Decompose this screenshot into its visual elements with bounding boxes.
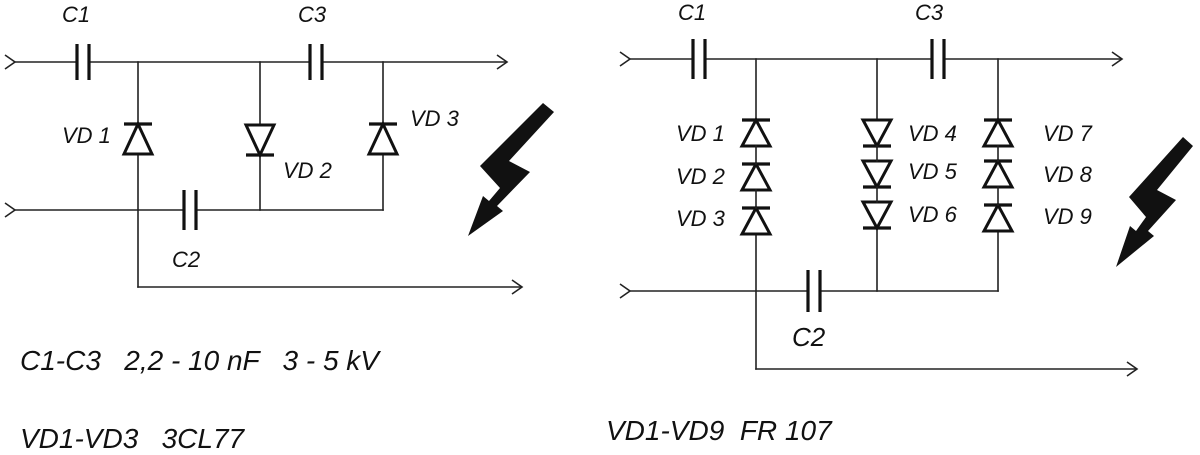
output-arrow-top (1111, 51, 1124, 67)
label-c2: C2 (172, 247, 200, 272)
label-vd1: VD 1 (676, 121, 725, 146)
left-circuit: C1 C3 C2 VD 1 VD 2 VD 3 (4, 2, 554, 295)
label-c1: C1 (678, 0, 706, 25)
diode-vd7 (981, 116, 1015, 148)
diode-vd1 (121, 120, 155, 156)
input-arrow-top (4, 54, 17, 70)
lightning-bolt-icon (468, 103, 554, 236)
diode-vd2 (739, 160, 773, 192)
label-vd3: VD 3 (676, 206, 726, 231)
left-diode-spec: VD1-VD3 3CL77 (20, 423, 246, 454)
output-arrow-bottom (1126, 361, 1139, 377)
label-c3: C3 (915, 0, 944, 25)
label-vd9: VD 9 (1043, 204, 1092, 229)
diode-vd1 (739, 116, 773, 148)
input-arrow-bottom (619, 283, 632, 299)
input-arrow-bottom (4, 202, 17, 218)
diode-vd5 (860, 159, 894, 191)
diode-vd9 (981, 201, 1015, 233)
input-arrow-top (619, 51, 632, 67)
label-vd2: VD 2 (283, 158, 332, 183)
lightning-bolt-icon (1116, 137, 1193, 267)
diode-vd8 (981, 157, 1015, 189)
label-c2: C2 (792, 322, 826, 352)
label-vd5: VD 5 (908, 159, 958, 184)
label-vd6: VD 6 (908, 202, 958, 227)
label-vd2: VD 2 (676, 164, 725, 189)
right-diode-spec: VD1-VD9 FR 107 (606, 415, 833, 446)
diode-vd3 (366, 120, 400, 156)
label-c3: C3 (298, 2, 327, 27)
label-vd8: VD 8 (1043, 162, 1093, 187)
diode-vd4 (860, 118, 894, 150)
label-vd7: VD 7 (1043, 121, 1093, 146)
output-arrow-top (496, 54, 509, 70)
label-vd4: VD 4 (908, 121, 957, 146)
capacitor-spec: C1-C3 2,2 - 10 nF 3 - 5 kV (20, 345, 381, 376)
label-vd1: VD 1 (62, 123, 111, 148)
right-circuit: C1 C3 C2 VD 1 VD 2 VD 3 VD 4 VD 5 VD 6 V… (619, 0, 1193, 377)
diode-vd3 (739, 204, 773, 236)
diode-vd6 (860, 200, 894, 232)
diode-vd2 (243, 123, 277, 159)
output-arrow-bottom (511, 279, 524, 295)
label-vd3: VD 3 (410, 106, 460, 131)
label-c1: C1 (62, 2, 90, 27)
